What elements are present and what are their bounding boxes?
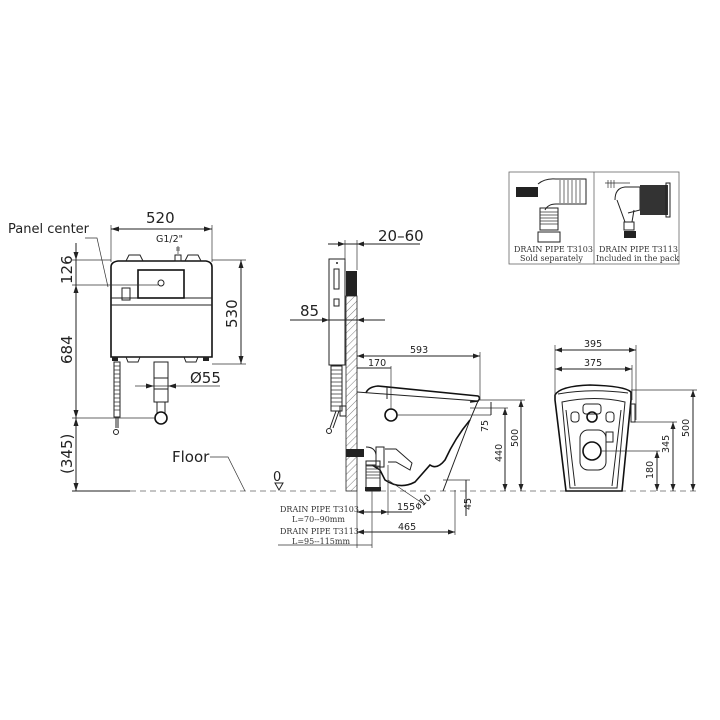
drain-pipe-inset: DRAIN PIPE T3103 Sold separately DRAIN P…: [508, 171, 680, 265]
drain-pipe-t3113-image: [605, 180, 671, 238]
drain-reach-dim-465: 465: [398, 522, 416, 533]
seat-height-dim-440: 440: [494, 444, 505, 462]
floor-label: Floor: [172, 448, 210, 466]
outlet-height-dim-684: 684: [58, 335, 76, 364]
inlet-height-dim-345: 345: [661, 435, 672, 453]
frame-cistern-side: [328, 258, 346, 366]
wall-thickness-dim: 20–60: [378, 227, 424, 245]
outlet-diameter-label: Ø55: [190, 369, 221, 387]
wall-tile: [346, 271, 357, 296]
back-view-toilet: [554, 384, 636, 492]
outer-width-dim-395: 395: [584, 339, 602, 350]
inset-right-note: Included in the pack: [596, 254, 679, 263]
wall-section: [345, 295, 358, 492]
drain-angle-dim: ø10: [413, 492, 434, 512]
toilet-bowl-side: [346, 385, 481, 492]
flex-hose: [113, 361, 121, 435]
front-view-cistern: [110, 246, 213, 435]
height-dim-530: 530: [223, 299, 241, 328]
back-view-labels: 395 375 500 345 180: [584, 339, 692, 479]
drain-offset-dim-155: 155: [397, 502, 415, 513]
panel-center-label: Panel center: [8, 222, 90, 237]
zero-mark-label: 0: [273, 470, 281, 485]
top-drop-dim-75: 75: [480, 420, 491, 432]
inset-left-title: DRAIN PIPE T3103: [514, 245, 593, 254]
width-dim-520: 520: [146, 209, 175, 227]
floor-offset-dim-345: (345): [58, 434, 76, 474]
projection-dim-593: 593: [410, 345, 428, 356]
flush-button-dim-170: 170: [368, 358, 386, 369]
side-view-dimensions: [278, 240, 525, 548]
total-height-dim-500: 500: [510, 429, 521, 447]
drain-note-4: L=95--115mm: [292, 537, 350, 546]
inlet-size-label: G1/2": [156, 234, 183, 245]
front-view-labels: Panel center 520 G1/2" 530 126 684 (345)…: [8, 209, 241, 474]
side-view-labels: 20–60 85 0 593 170 75 440 500 45 155 ø10…: [273, 227, 521, 546]
back-total-height-dim-500: 500: [681, 419, 692, 437]
inner-width-dim-375: 375: [584, 358, 602, 369]
outlet-height-dim-180: 180: [645, 461, 656, 479]
inset-right-title: DRAIN PIPE T3113: [599, 245, 678, 254]
front-view-dimensions: [72, 225, 246, 492]
back-view-dimensions: [554, 345, 697, 491]
drain-note-1: DRAIN PIPE T3103: [280, 505, 359, 514]
drain-height-dim-45: 45: [463, 498, 474, 510]
frame-depth-dim: 85: [300, 302, 319, 320]
inset-left-note: Sold separately: [520, 254, 583, 263]
outlet-pipe: [153, 361, 169, 425]
panel-dim-126: 126: [58, 255, 76, 284]
drain-pipe-t3103-image: [516, 178, 587, 243]
side-view: [274, 258, 481, 492]
drain-note-3: DRAIN PIPE T3113: [280, 527, 359, 536]
drain-note-2: L=70--90mm: [292, 515, 345, 524]
